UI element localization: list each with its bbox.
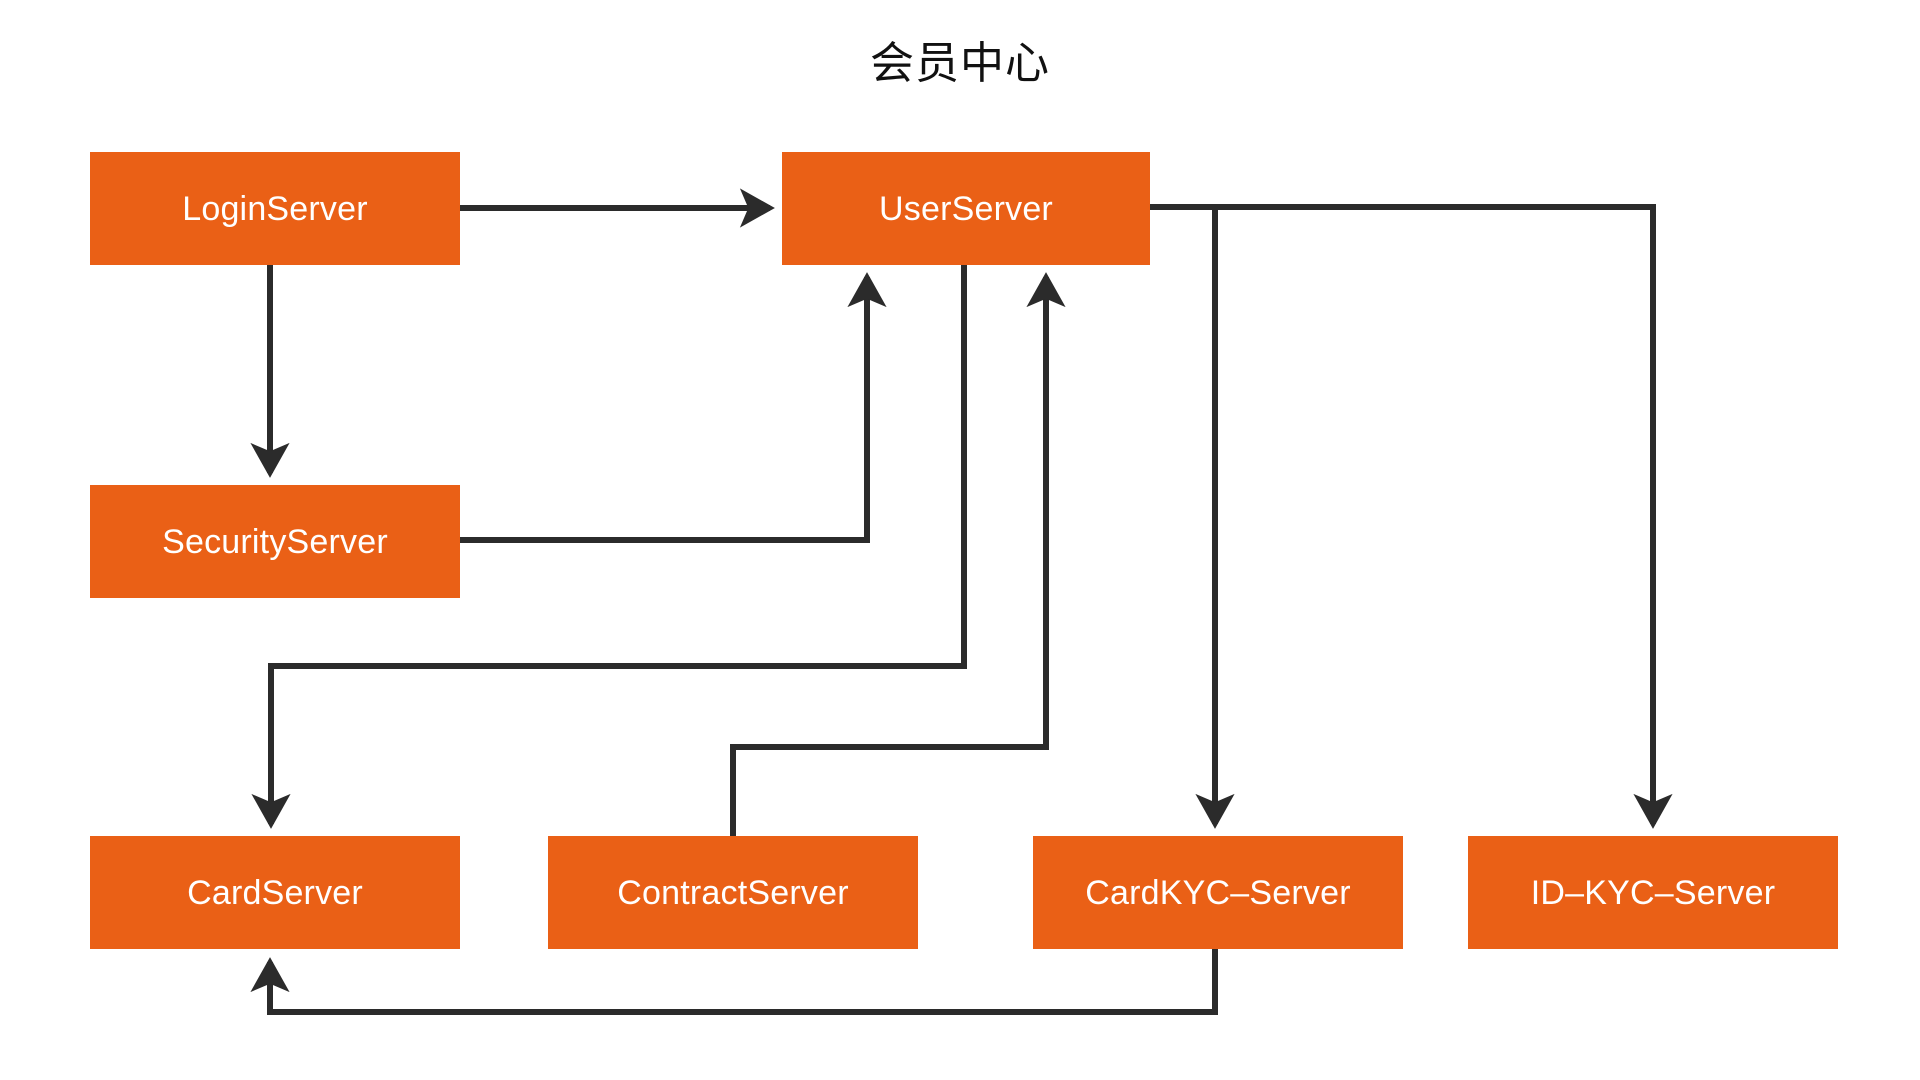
node-idkyc-server-label: ID–KYC–Server [1530, 873, 1776, 912]
node-login-server[interactable]: LoginServer [90, 152, 460, 265]
node-security-server[interactable]: SecurityServer [90, 485, 460, 598]
node-card-server-label: CardServer [187, 873, 363, 912]
node-login-server-label: LoginServer [182, 189, 368, 228]
node-user-server-label: UserServer [879, 189, 1053, 228]
node-contract-server[interactable]: ContractServer [548, 836, 918, 949]
node-user-server[interactable]: UserServer [782, 152, 1150, 265]
edge-user-to-idkyc [1150, 204, 1673, 829]
node-card-server[interactable]: CardServer [90, 836, 460, 949]
node-cardkyc-server[interactable]: CardKYC–Server [1033, 836, 1403, 949]
edge-contract-to-user [730, 272, 1066, 836]
edge-user-to-cardkyc [1150, 204, 1235, 829]
node-security-server-label: SecurityServer [162, 522, 388, 561]
edge-cardkyc-to-card [250, 949, 1218, 1015]
edge-security-to-user [460, 272, 887, 543]
node-cardkyc-server-label: CardKYC–Server [1085, 873, 1351, 912]
page-title: 会员中心 [870, 38, 1050, 89]
node-contract-server-label: ContractServer [617, 873, 849, 912]
node-idkyc-server[interactable]: ID–KYC–Server [1468, 836, 1838, 949]
